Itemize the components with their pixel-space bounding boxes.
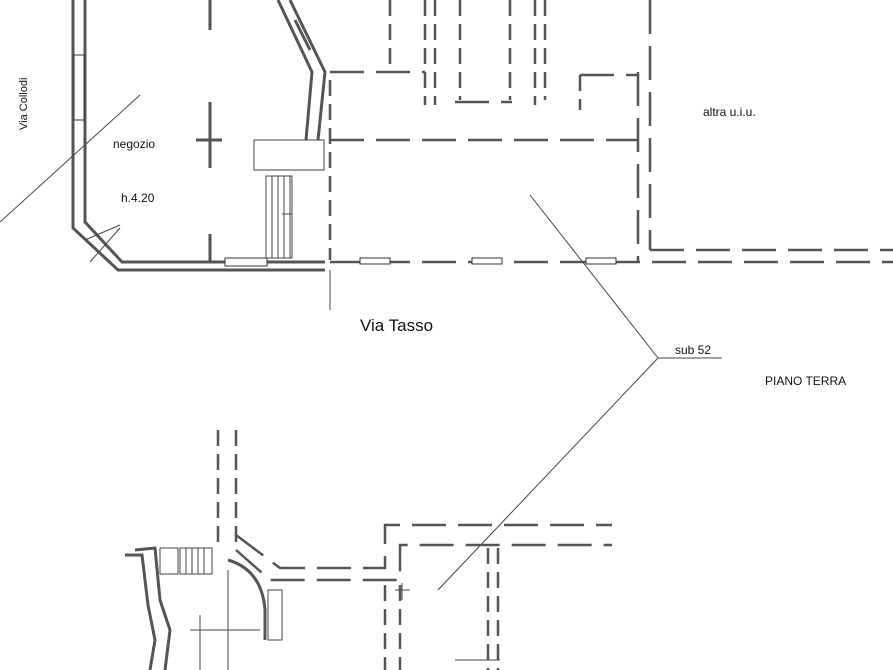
adjacent-walls	[328, 0, 893, 310]
other-unit-label: altra u.i.u.	[703, 105, 756, 119]
stair	[253, 139, 325, 259]
sub-label: sub 52	[675, 343, 712, 357]
floor-label: PIANO TERRA	[765, 374, 847, 388]
leader-lines	[0, 94, 722, 591]
lower-building	[125, 430, 612, 670]
room-height-label: h.4.20	[121, 191, 155, 205]
street-label-via-collodi: Via Collodi	[18, 77, 30, 130]
street-label-via-tasso: Via Tasso	[360, 316, 434, 335]
room-name-label: negozio	[113, 137, 156, 151]
shop-walls	[71, 0, 327, 272]
